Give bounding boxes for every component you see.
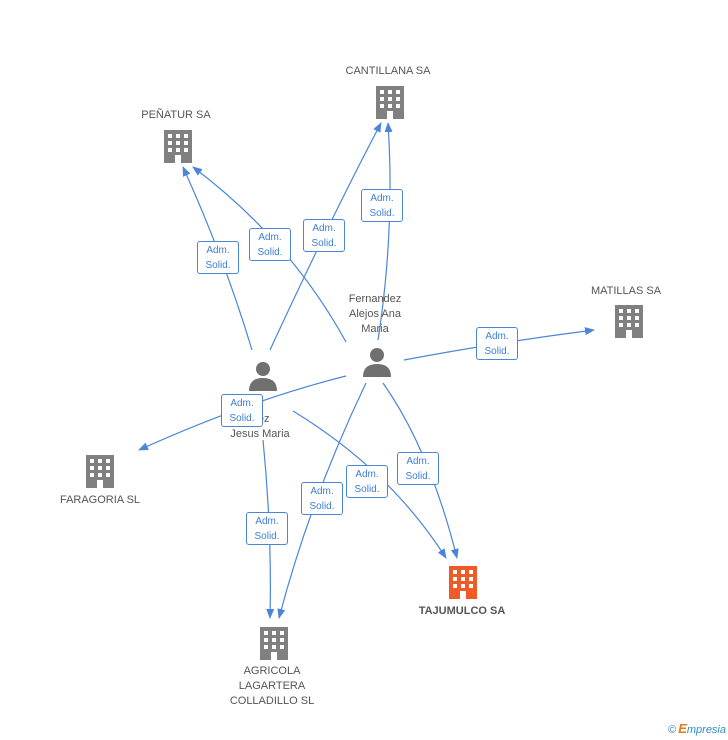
edge-badge-fernandez-matillas[interactable]: Adm.Solid. [476, 327, 518, 360]
edge-badge-person2-tajumulco[interactable]: Adm.Solid. [346, 465, 388, 498]
edge-badge-fernandez-cantillana[interactable]: Adm.Solid. [361, 189, 403, 222]
edge-fernandez-cantillana [377, 122, 393, 341]
node-label-agricola[interactable]: AGRICOLA LAGARTERA COLLADILLO SL [229, 665, 315, 707]
copyright-icon: © [668, 724, 677, 736]
node-label-fernandez[interactable]: Fernandez Alejos Ana Maria [348, 293, 402, 335]
building-icon [449, 566, 477, 599]
person-icon [363, 348, 391, 377]
building-icon [376, 86, 404, 119]
person-icon [249, 362, 277, 391]
edge-badge-person2-cantillana[interactable]: Adm.Solid. [303, 219, 345, 252]
edge-badge-person2-agricola[interactable]: Adm.Solid. [246, 512, 288, 545]
building-icon [86, 455, 114, 488]
node-label-matillas[interactable]: MATILLAS SA [590, 285, 662, 297]
empresia-logo: ©Empresia [668, 721, 726, 736]
edge-badge-fernandez-faragoria[interactable]: Adm.Solid. [221, 394, 263, 427]
edge-badge-person2-penatur[interactable]: Adm.Solid. [197, 241, 239, 274]
brand-name: mpresia [686, 724, 726, 736]
building-icon [615, 305, 643, 338]
brand-initial: E [678, 721, 687, 736]
node-label-tajumulco[interactable]: TAJUMULCO SA [418, 605, 506, 617]
node-label-faragoria[interactable]: FARAGORIA SL [59, 494, 141, 506]
node-label-cantillana[interactable]: CANTILLANA SA [345, 65, 431, 77]
edge-badge-fernandez-penatur[interactable]: Adm.Solid. [249, 228, 291, 261]
edge-badge-fernandez-agricola[interactable]: Adm.Solid. [301, 482, 343, 515]
node-label-penatur[interactable]: PEÑATUR SA [141, 109, 211, 121]
edge-badge-fernandez-tajumulco[interactable]: Adm.Solid. [397, 452, 439, 485]
building-icon [260, 627, 288, 660]
building-icon [164, 130, 192, 163]
